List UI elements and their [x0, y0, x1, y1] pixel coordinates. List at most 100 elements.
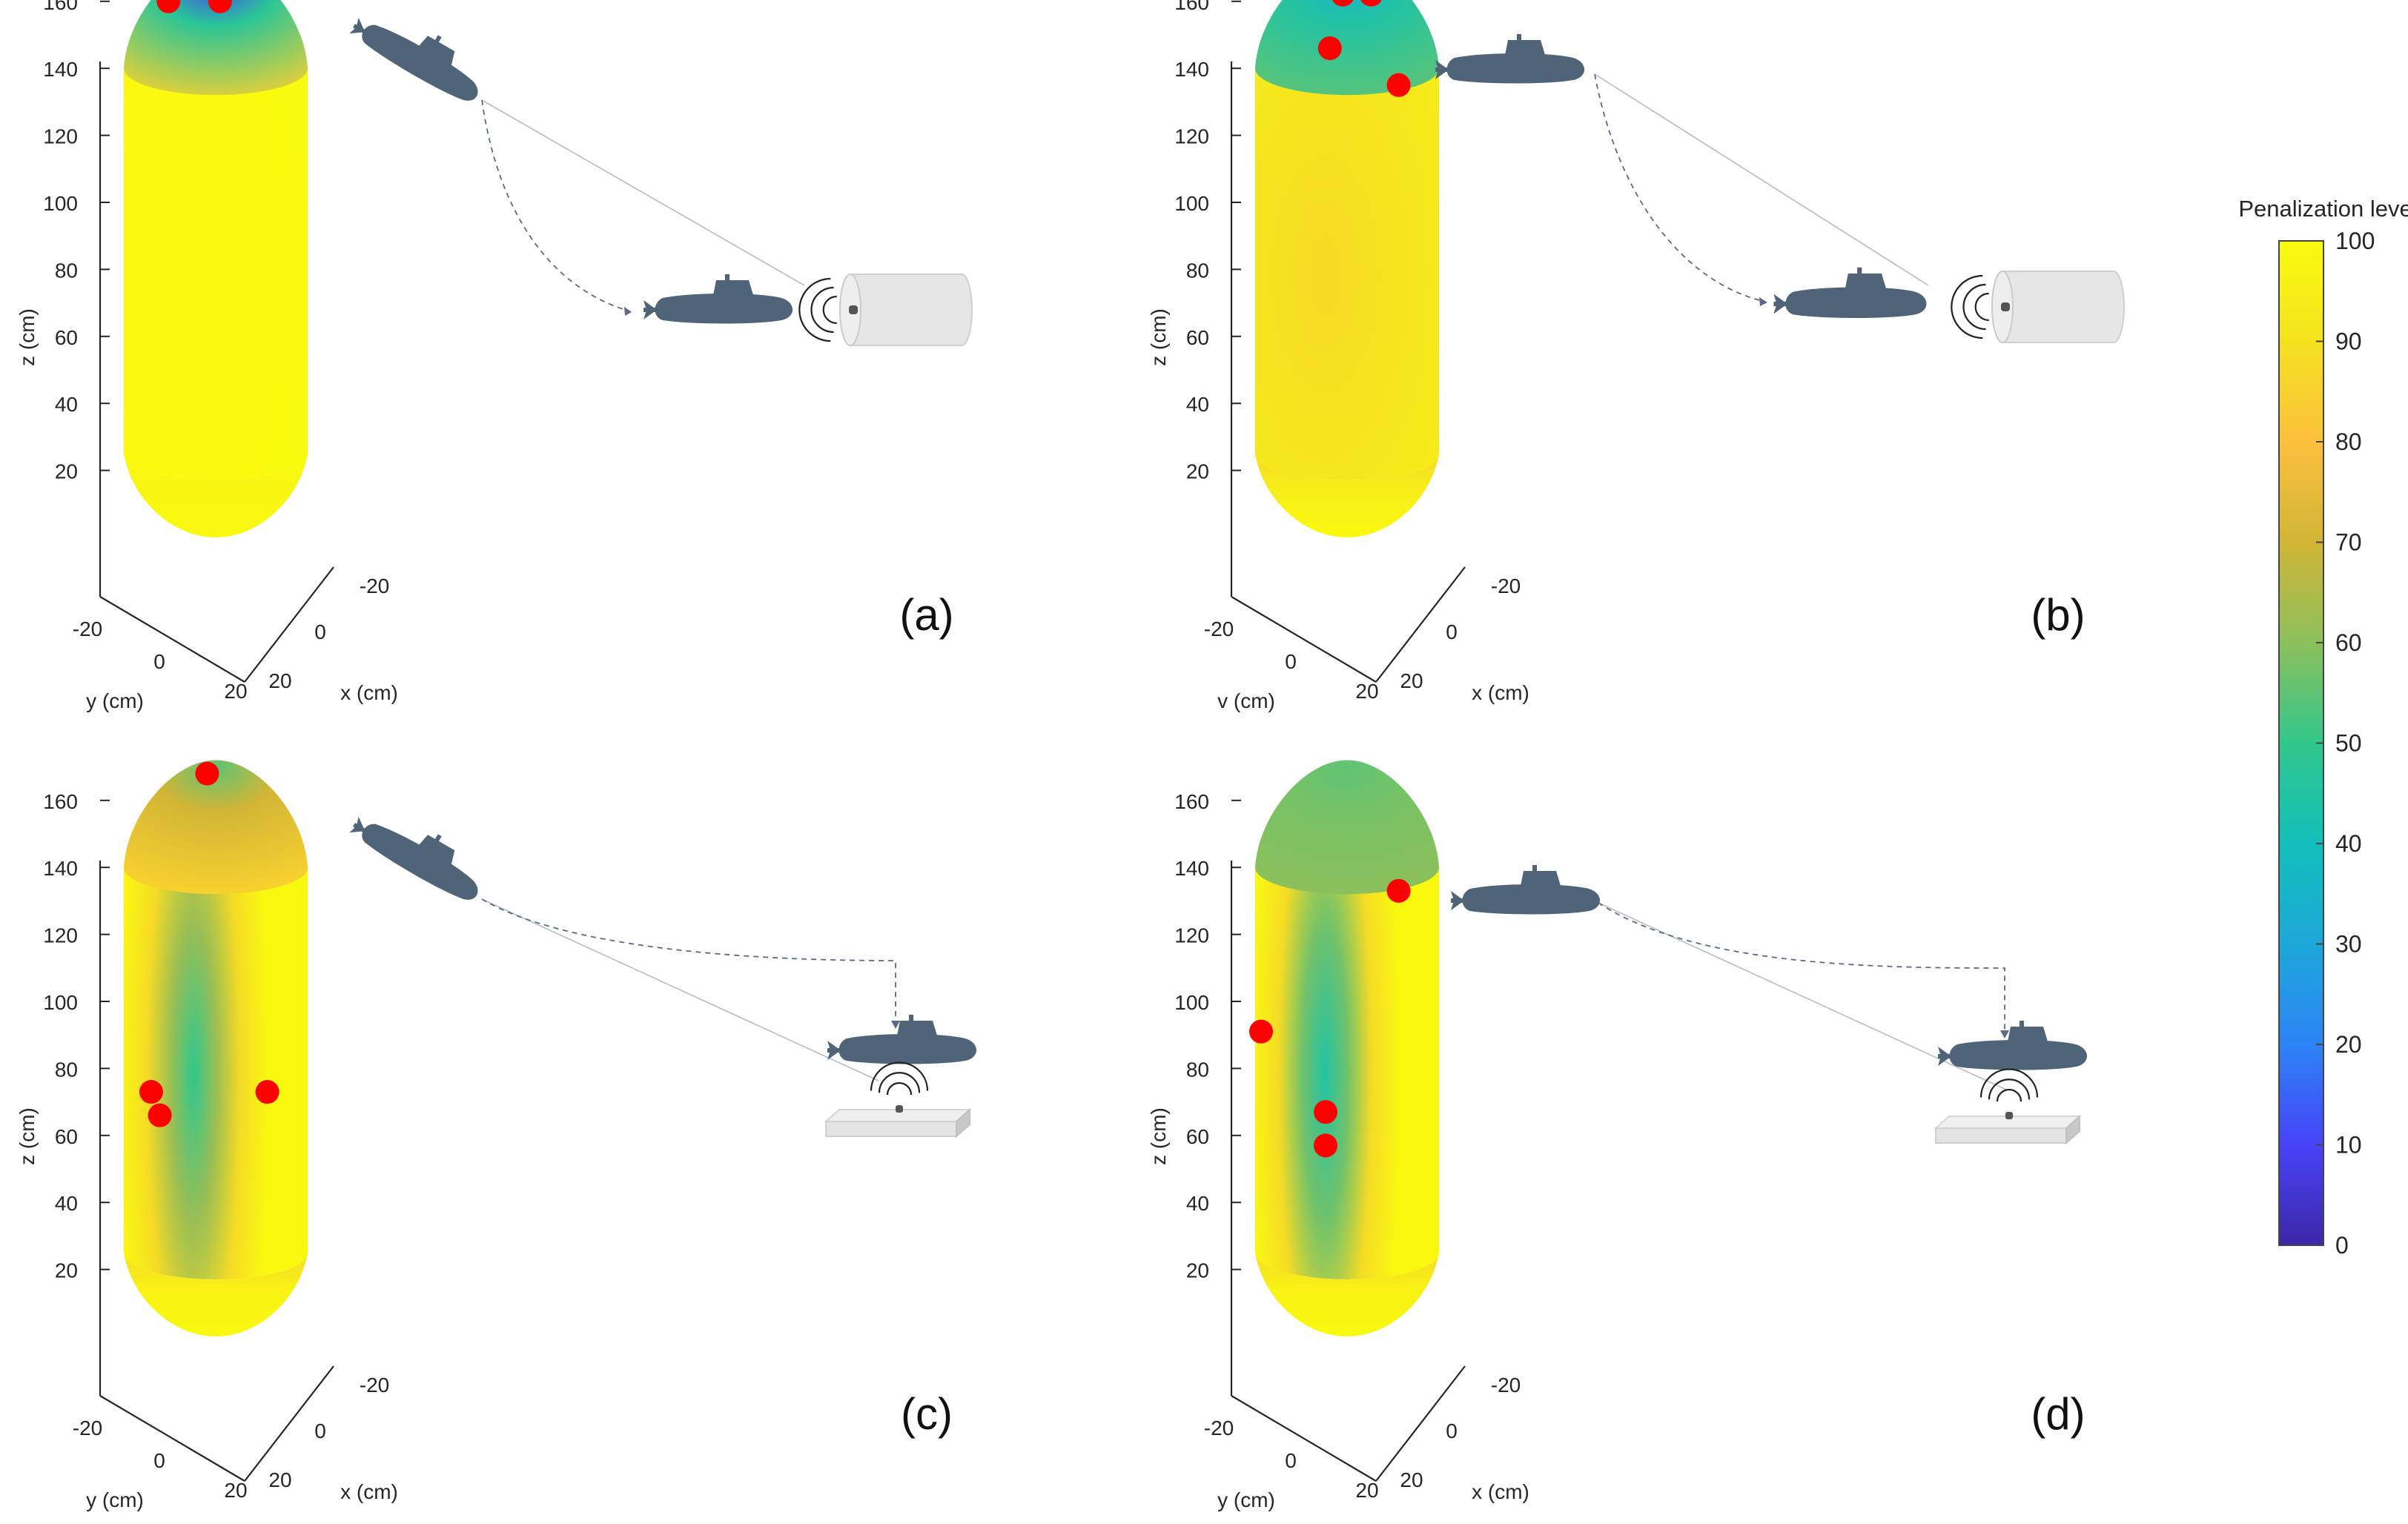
- z-tick-label: 80: [1186, 1058, 1209, 1081]
- approach-arrowhead: [891, 1021, 900, 1029]
- line-of-sight: [1594, 73, 1929, 286]
- approach-path: [1598, 902, 2005, 1035]
- x-tick-label: 0: [1446, 620, 1458, 643]
- submarine-icon: [1451, 865, 1600, 915]
- axes: [1230, 62, 1466, 683]
- z-tick-label: 120: [43, 125, 78, 148]
- z-tick-label: 80: [55, 1058, 78, 1081]
- acoustic-wave-icon: [870, 1061, 929, 1096]
- submarine-icon: [1435, 34, 1584, 84]
- axes: [1230, 861, 1466, 1482]
- x-tick-label: 20: [268, 1468, 291, 1491]
- z-tick-label: 160: [1174, 0, 1209, 14]
- z-tick-label: 40: [55, 393, 78, 416]
- contact-marker: [1332, 0, 1354, 7]
- x-tick-label: -20: [360, 1374, 389, 1397]
- z-tick-label: 60: [1186, 1125, 1209, 1148]
- y-tick-label: 20: [224, 680, 247, 703]
- contact-marker: [255, 1080, 280, 1104]
- z-tick-label: 80: [1186, 259, 1209, 282]
- approach-arrowhead: [624, 307, 632, 316]
- z-tick-label: 20: [1186, 1259, 1209, 1282]
- submarine-icon: [349, 816, 478, 900]
- line-of-sight: [481, 99, 805, 286]
- y-tick-label: 20: [1355, 680, 1378, 703]
- panel-label: (b): [2031, 590, 2085, 640]
- x-tick-label: 0: [314, 620, 326, 643]
- submarine-icon: [1938, 1021, 2087, 1070]
- capsule-top-cap: [1255, 760, 1439, 895]
- y-tick-label: 20: [1355, 1479, 1378, 1502]
- y-axis-label: v (cm): [1217, 689, 1275, 712]
- contact-marker: [1386, 73, 1411, 97]
- colorbar-tick-label: 20: [2335, 1031, 2362, 1058]
- z-tick-label: 60: [1186, 326, 1209, 349]
- approach-path: [481, 898, 896, 1025]
- x-axis-label: x (cm): [340, 1480, 398, 1503]
- y-axis-label: y (cm): [1217, 1488, 1275, 1511]
- y-axis-line: [99, 1395, 245, 1482]
- z-tick-label: 120: [1174, 125, 1209, 148]
- colorbar-tick-label: 40: [2335, 830, 2362, 857]
- y-tick-label: 0: [153, 1449, 165, 1472]
- approach-path: [481, 99, 631, 312]
- seafloor-sensor-icon: [1934, 1068, 2082, 1145]
- approach-path: [1594, 73, 1766, 302]
- y-tick-label: -20: [1204, 617, 1234, 640]
- z-tick-label: 20: [55, 460, 78, 483]
- x-axis-line: [244, 566, 334, 683]
- z-tick-label: 100: [1174, 192, 1209, 215]
- submarine-icon: [1773, 267, 1927, 318]
- scenario-sketch: [349, 17, 973, 346]
- x-tick-label: 20: [268, 669, 291, 692]
- z-tick-label: 60: [55, 1125, 78, 1148]
- capsule-top-cap: [1255, 0, 1439, 96]
- capsule-body: [124, 68, 308, 480]
- z-tick-label: 140: [1174, 857, 1209, 880]
- axes: [99, 861, 334, 1482]
- z-tick-label: 40: [55, 1192, 78, 1215]
- x-tick-label: -20: [1491, 1374, 1521, 1397]
- z-axis-label: z (cm): [1147, 1107, 1170, 1165]
- sonar-pinger-icon: [1951, 271, 2125, 343]
- submarine-icon: [349, 17, 478, 101]
- contact-marker: [1314, 1100, 1337, 1124]
- capsule-bottom-cap: [124, 1253, 308, 1336]
- x-axis-label: x (cm): [1472, 681, 1529, 704]
- z-tick-label: 160: [1174, 790, 1209, 813]
- capsule-top-cap: [124, 760, 308, 895]
- capsule-body: [1255, 68, 1439, 480]
- seafloor-sensor-icon: [824, 1061, 972, 1139]
- submarine-icon: [644, 274, 793, 324]
- z-tick-label: 100: [43, 991, 78, 1014]
- x-axis-label: x (cm): [1472, 1480, 1529, 1503]
- contact-marker: [148, 1103, 172, 1127]
- z-tick-label: 40: [1186, 1192, 1209, 1215]
- capsule-surface: [124, 760, 308, 1336]
- colorbar-tick-label: 100: [2335, 228, 2375, 254]
- z-tick-label: 140: [43, 857, 78, 880]
- capsule-surface: [1255, 0, 1439, 537]
- y-tick-label: 0: [1285, 1449, 1297, 1472]
- x-tick-label: -20: [360, 574, 389, 597]
- scenario-sketch: [1435, 34, 2125, 343]
- capsule-surface: [124, 0, 308, 537]
- approach-arrowhead: [2000, 1030, 2009, 1038]
- z-tick-label: 160: [43, 790, 78, 813]
- colorbar-tick-label: 70: [2335, 529, 2362, 556]
- capsule-body: [124, 867, 308, 1279]
- y-axis-line: [1231, 596, 1377, 683]
- acoustic-wave-icon: [1951, 274, 1989, 339]
- y-tick-label: -20: [73, 617, 102, 640]
- capsule-bottom-cap: [1255, 454, 1439, 537]
- contact-marker: [1317, 36, 1342, 61]
- colorbar-tick-label: 60: [2335, 629, 2362, 656]
- capsule-surface: [1255, 760, 1439, 1336]
- x-axis-line: [1375, 1365, 1466, 1482]
- panel-label: (c): [901, 1389, 953, 1439]
- contact-marker: [1386, 878, 1411, 903]
- capsule-top-cap: [124, 0, 308, 96]
